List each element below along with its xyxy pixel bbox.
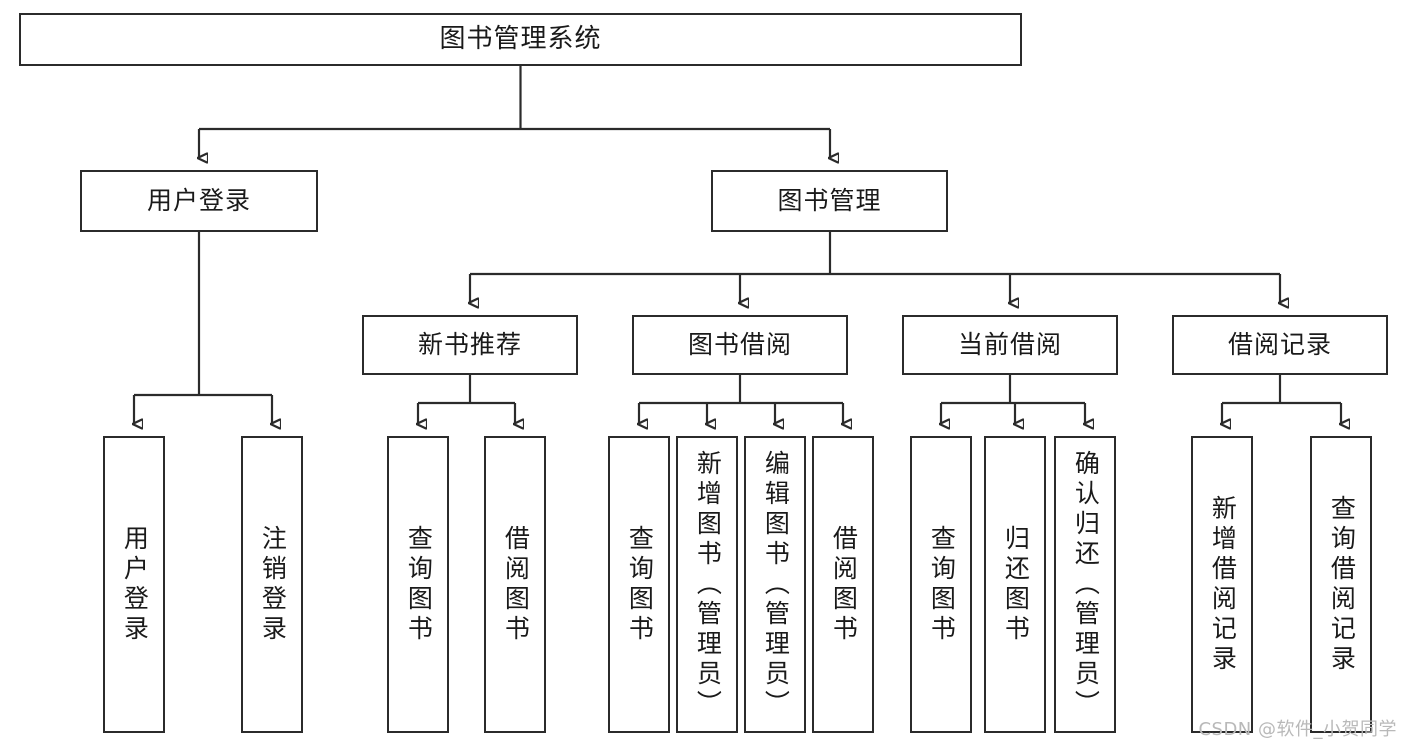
leaf-user-login-label: 用户登录 <box>120 524 150 645</box>
leaf-borrow-book-newbook[interactable]: 借阅图书 <box>484 436 546 733</box>
leaf-edit-book-admin-label: 编辑图书（管理员） <box>761 449 791 720</box>
leaf-query-book-borrow-label: 查询图书 <box>625 524 655 645</box>
node-current-borrow-label: 当前借阅 <box>957 330 1062 360</box>
leaf-query-book-current-label: 查询图书 <box>927 524 957 645</box>
node-book-borrow-label: 图书借阅 <box>687 330 792 360</box>
leaf-logout[interactable]: 注销登录 <box>241 436 303 733</box>
watermark: CSDN @软件_小贺同学 <box>1198 719 1397 740</box>
leaf-logout-label: 注销登录 <box>258 524 288 645</box>
leaf-add-book-admin-label: 新增图书（管理员） <box>693 449 723 720</box>
node-borrow-records[interactable]: 借阅记录 <box>1172 315 1388 375</box>
leaf-query-book-borrow[interactable]: 查询图书 <box>608 436 670 733</box>
node-book-management-label: 图书管理 <box>777 186 882 216</box>
leaf-query-book-newbook[interactable]: 查询图书 <box>387 436 449 733</box>
leaf-add-borrow-record[interactable]: 新增借阅记录 <box>1191 436 1253 733</box>
node-new-book-recommend-label: 新书推荐 <box>417 330 522 360</box>
leaf-query-borrow-record-label: 查询借阅记录 <box>1327 494 1357 675</box>
node-root-label: 图书管理系统 <box>439 24 602 55</box>
node-book-management[interactable]: 图书管理 <box>711 170 948 232</box>
node-borrow-records-label: 借阅记录 <box>1227 330 1332 360</box>
node-user-login-label: 用户登录 <box>146 186 251 216</box>
node-current-borrow[interactable]: 当前借阅 <box>902 315 1118 375</box>
leaf-user-login[interactable]: 用户登录 <box>103 436 165 733</box>
leaf-return-book[interactable]: 归还图书 <box>984 436 1046 733</box>
leaf-borrow-book-newbook-label: 借阅图书 <box>501 524 531 645</box>
leaf-return-book-label: 归还图书 <box>1001 524 1031 645</box>
leaf-lend-book-label: 借阅图书 <box>829 524 859 645</box>
leaf-confirm-return-admin-label: 确认归还（管理员） <box>1071 449 1101 720</box>
node-book-borrow[interactable]: 图书借阅 <box>632 315 848 375</box>
leaf-lend-book[interactable]: 借阅图书 <box>812 436 874 733</box>
leaf-query-borrow-record[interactable]: 查询借阅记录 <box>1310 436 1372 733</box>
leaf-confirm-return-admin[interactable]: 确认归还（管理员） <box>1054 436 1116 733</box>
leaf-query-book-newbook-label: 查询图书 <box>404 524 434 645</box>
node-user-login[interactable]: 用户登录 <box>80 170 318 232</box>
leaf-add-book-admin[interactable]: 新增图书（管理员） <box>676 436 738 733</box>
leaf-add-borrow-record-label: 新增借阅记录 <box>1208 494 1238 675</box>
node-root[interactable]: 图书管理系统 <box>19 13 1022 66</box>
node-new-book-recommend[interactable]: 新书推荐 <box>362 315 578 375</box>
leaf-query-book-current[interactable]: 查询图书 <box>910 436 972 733</box>
leaf-edit-book-admin[interactable]: 编辑图书（管理员） <box>744 436 806 733</box>
